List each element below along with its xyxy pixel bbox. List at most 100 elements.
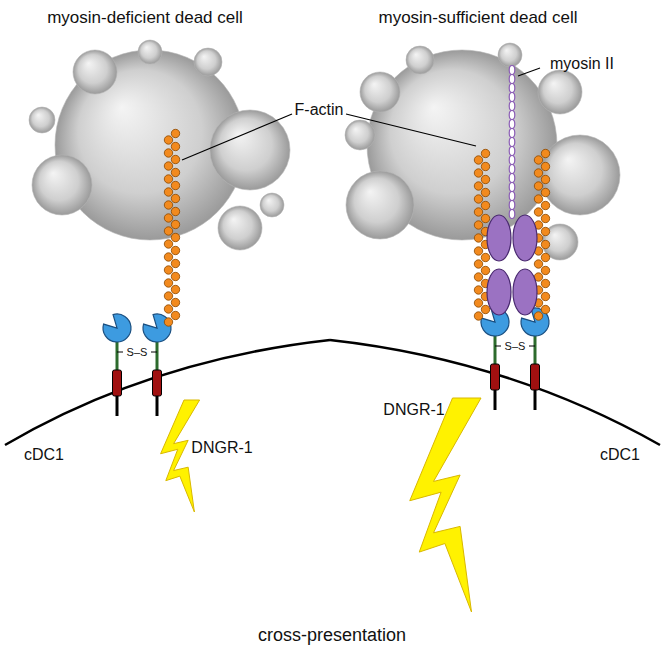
bond-line bbox=[151, 352, 157, 353]
actin-bead bbox=[474, 260, 482, 268]
myosin-tail bbox=[509, 183, 515, 192]
actin-bead bbox=[164, 305, 172, 313]
myosin-tail bbox=[509, 192, 515, 201]
myosin-tail bbox=[509, 138, 515, 147]
outcome-label: cross-presentation bbox=[258, 626, 406, 646]
cell-bleb bbox=[346, 171, 414, 239]
actin-bead bbox=[164, 201, 172, 209]
actin-bead bbox=[171, 246, 179, 254]
actin-bead bbox=[541, 227, 549, 235]
actin-bead bbox=[171, 181, 179, 189]
myosin-tail bbox=[509, 75, 515, 84]
actin-bead bbox=[164, 253, 172, 261]
transmembrane-domain bbox=[491, 364, 500, 390]
leader-line bbox=[182, 114, 292, 160]
actin-bead bbox=[541, 253, 549, 261]
dead-cell bbox=[29, 40, 620, 260]
actin-bead bbox=[474, 247, 482, 255]
actin-bead bbox=[474, 182, 482, 190]
actin-bead bbox=[164, 136, 172, 144]
actin-bead bbox=[481, 266, 489, 274]
cell-bleb bbox=[406, 46, 434, 74]
myosin-symbol bbox=[487, 66, 540, 316]
cell-bleb bbox=[498, 43, 522, 67]
actin-bead bbox=[171, 129, 179, 137]
actin-bead bbox=[164, 279, 172, 287]
myosin-head bbox=[513, 215, 537, 261]
part-label: F-actin bbox=[295, 101, 344, 119]
signal-bolt bbox=[410, 398, 481, 612]
receptor-label: DNGR-1 bbox=[191, 439, 252, 457]
myosin-head bbox=[487, 269, 511, 315]
actin-bead bbox=[534, 182, 542, 190]
cell-bleb bbox=[73, 50, 117, 94]
actin-bead bbox=[481, 175, 489, 183]
receptor-label: DNGR-1 bbox=[383, 401, 444, 419]
actin-bead bbox=[474, 312, 482, 320]
actin-bead bbox=[541, 162, 549, 170]
actin-bead bbox=[171, 285, 179, 293]
actin-bead bbox=[541, 266, 549, 274]
actin-bead bbox=[481, 201, 489, 209]
actin-bead bbox=[171, 207, 179, 215]
myosin-tail bbox=[509, 147, 515, 156]
actin-bead bbox=[164, 214, 172, 222]
transmembrane-domain bbox=[153, 370, 162, 396]
actin-bead bbox=[164, 240, 172, 248]
myosin-tail bbox=[509, 84, 515, 93]
receptor-stalk bbox=[116, 340, 119, 370]
cell-bleb bbox=[260, 193, 284, 217]
actin-bead bbox=[164, 292, 172, 300]
actin-bead bbox=[474, 273, 482, 281]
actin-bead bbox=[164, 175, 172, 183]
actin-bead bbox=[541, 188, 549, 196]
bond-line bbox=[529, 346, 535, 347]
myosin-head bbox=[513, 269, 537, 315]
actin-bead bbox=[171, 298, 179, 306]
receptor-tail bbox=[494, 390, 497, 410]
myosin-tail bbox=[509, 165, 515, 174]
myosin-tail bbox=[509, 129, 515, 138]
actin-bead bbox=[541, 305, 549, 313]
cell-bleb bbox=[540, 135, 620, 215]
actin-bead bbox=[481, 149, 489, 157]
actin-bead bbox=[171, 311, 179, 319]
actin-bead bbox=[474, 156, 482, 164]
cell-title: myosin-deficient dead cell bbox=[47, 9, 243, 28]
actin-bead bbox=[164, 266, 172, 274]
myosin-tail bbox=[509, 66, 515, 75]
actin-bead bbox=[481, 214, 489, 222]
actin-filament bbox=[164, 129, 549, 326]
bond-line bbox=[117, 352, 123, 353]
cell-bleb bbox=[345, 120, 375, 150]
actin-bead bbox=[171, 168, 179, 176]
cell-bleb bbox=[360, 72, 400, 112]
actin-bead bbox=[164, 227, 172, 235]
myosin-tail bbox=[509, 120, 515, 129]
receptor-stalk bbox=[494, 334, 497, 364]
part-label: myosin II bbox=[550, 55, 614, 73]
actin-bead bbox=[481, 162, 489, 170]
actin-bead bbox=[534, 208, 542, 216]
myosin-tail bbox=[509, 111, 515, 120]
actin-bead bbox=[171, 142, 179, 150]
actin-bead bbox=[534, 156, 542, 164]
bond-line bbox=[495, 346, 501, 347]
actin-bead bbox=[171, 220, 179, 228]
actin-bead bbox=[541, 201, 549, 209]
actin-bead bbox=[474, 234, 482, 242]
myosin-tail bbox=[509, 210, 515, 219]
actin-bead bbox=[474, 208, 482, 216]
cell-bleb bbox=[218, 206, 262, 250]
actin-bead bbox=[534, 312, 542, 320]
cell-bleb bbox=[210, 110, 290, 190]
cell-label: cDC1 bbox=[24, 446, 64, 464]
transmembrane-domain bbox=[113, 370, 122, 396]
cell-bleb bbox=[194, 48, 222, 76]
actin-bead bbox=[481, 305, 489, 313]
leader-line bbox=[346, 114, 476, 146]
bond-label: S–S bbox=[125, 346, 150, 358]
actin-bead bbox=[534, 260, 542, 268]
lightning-bolt bbox=[161, 398, 481, 612]
